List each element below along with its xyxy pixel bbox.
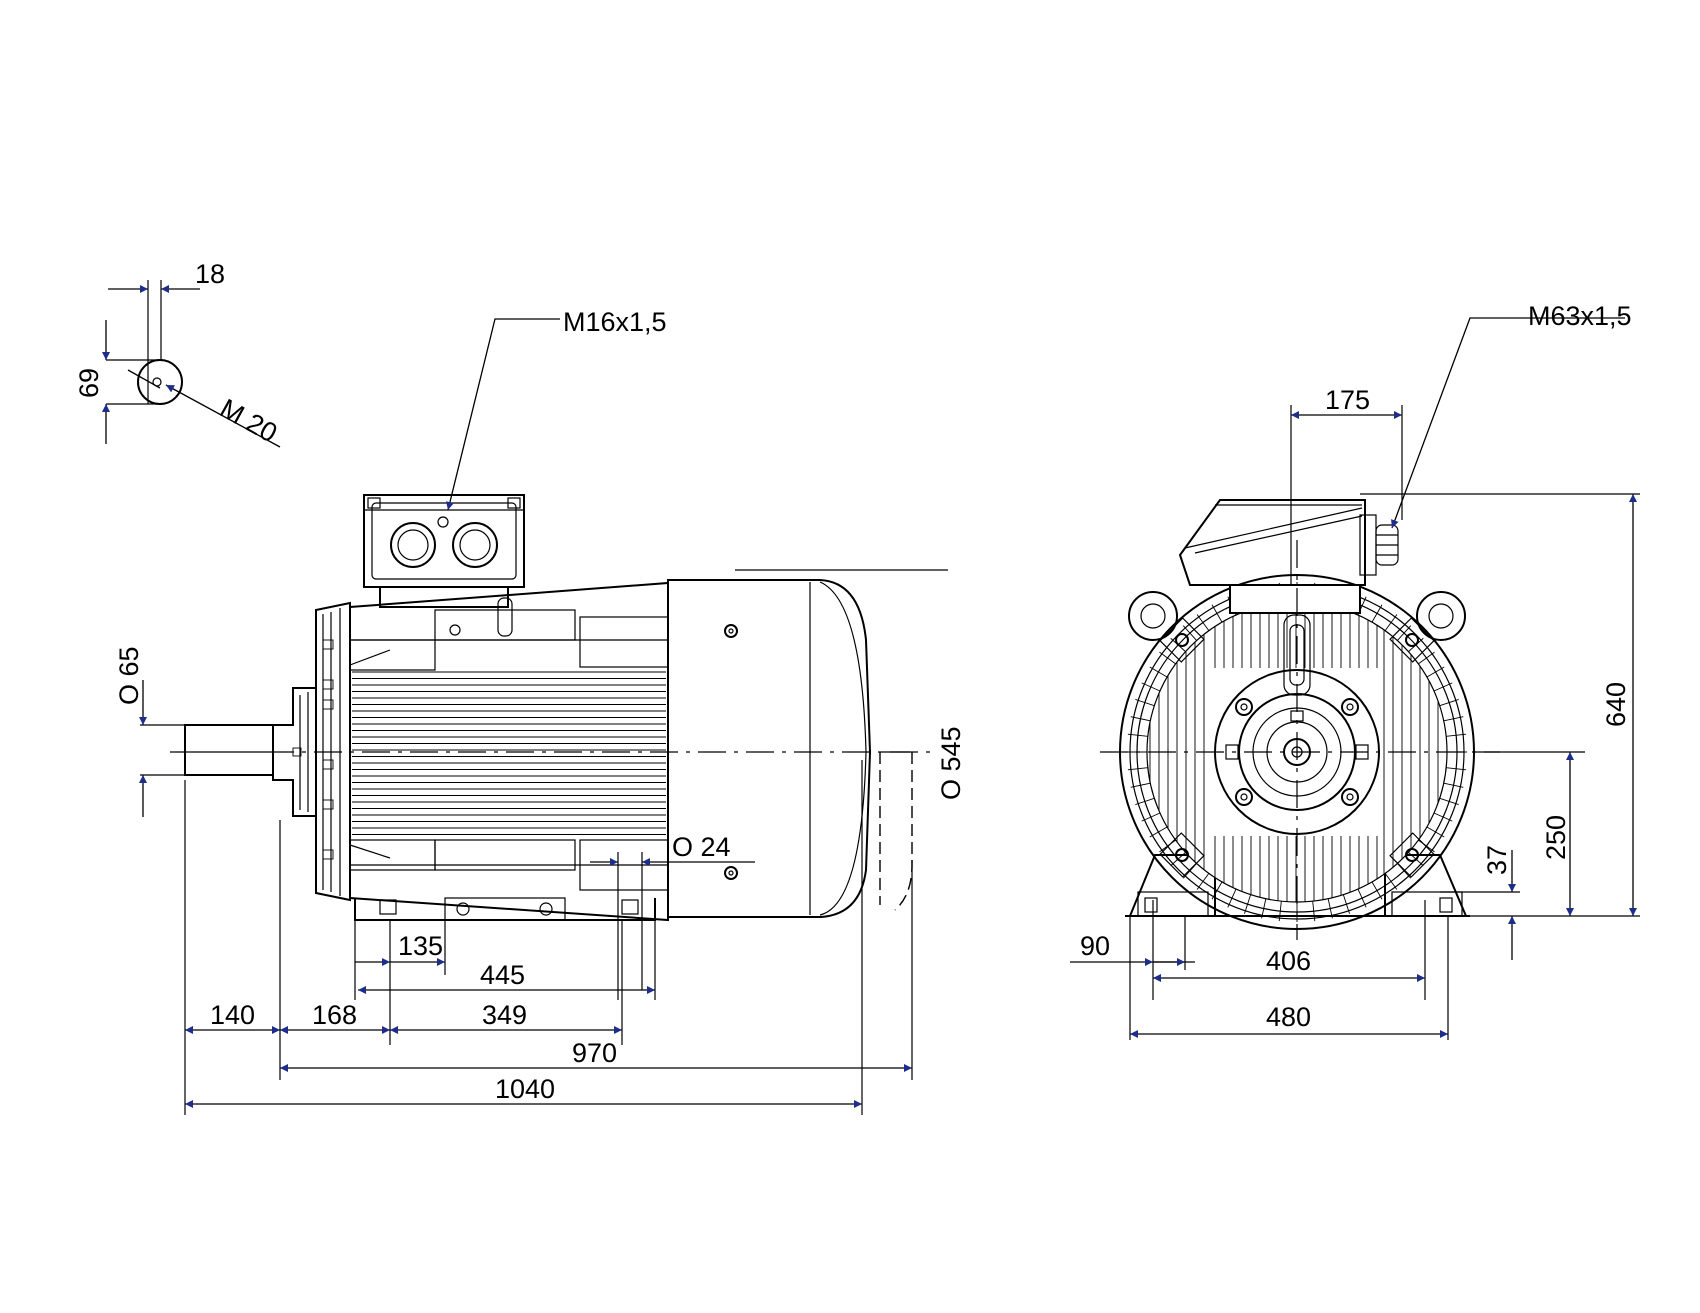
shaft-key-width-label: 18 — [195, 259, 225, 289]
dim-168: 168 — [312, 1000, 357, 1030]
dim-175: 175 — [1325, 385, 1370, 415]
shaft-key-depth-label: 69 — [74, 368, 104, 398]
gland-front-label: M63x1,5 — [1528, 301, 1632, 331]
dim-135: 135 — [398, 931, 443, 961]
foot-hole-label: O 24 — [672, 832, 731, 862]
dim-480: 480 — [1266, 1002, 1311, 1032]
dim-90: 90 — [1080, 931, 1110, 961]
dim-445: 445 — [480, 960, 525, 990]
gland-side-label: M16x1,5 — [563, 307, 667, 337]
dim-406: 406 — [1266, 946, 1311, 976]
front-view: M63x1,5 175 640 250 37 90 406 — [1070, 301, 1640, 1040]
side-view: O 545 M16x1,5 O 65 O 24 135 445 — [114, 307, 966, 1115]
shaft-thread-label: M 20 — [215, 393, 282, 448]
shaft-end-detail: 18 69 M 20 — [74, 259, 282, 448]
shaft — [184, 724, 274, 776]
dim-1040: 1040 — [495, 1074, 555, 1104]
shaft-diameter-label: O 65 — [114, 646, 144, 705]
bolt-pads — [1159, 617, 1435, 878]
terminal-box-front — [1178, 499, 1399, 614]
terminal-box-side — [363, 494, 525, 608]
dim-140: 140 — [210, 1000, 255, 1030]
hub-bolts — [1225, 698, 1369, 806]
dim-250: 250 — [1541, 815, 1571, 860]
flange-diameter-label: O 545 — [936, 726, 966, 800]
cooling-fins-side — [352, 671, 666, 835]
dim-349: 349 — [482, 1000, 527, 1030]
dim-37: 37 — [1482, 845, 1512, 875]
dim-970: 970 — [572, 1038, 617, 1068]
dim-640: 640 — [1601, 682, 1631, 727]
